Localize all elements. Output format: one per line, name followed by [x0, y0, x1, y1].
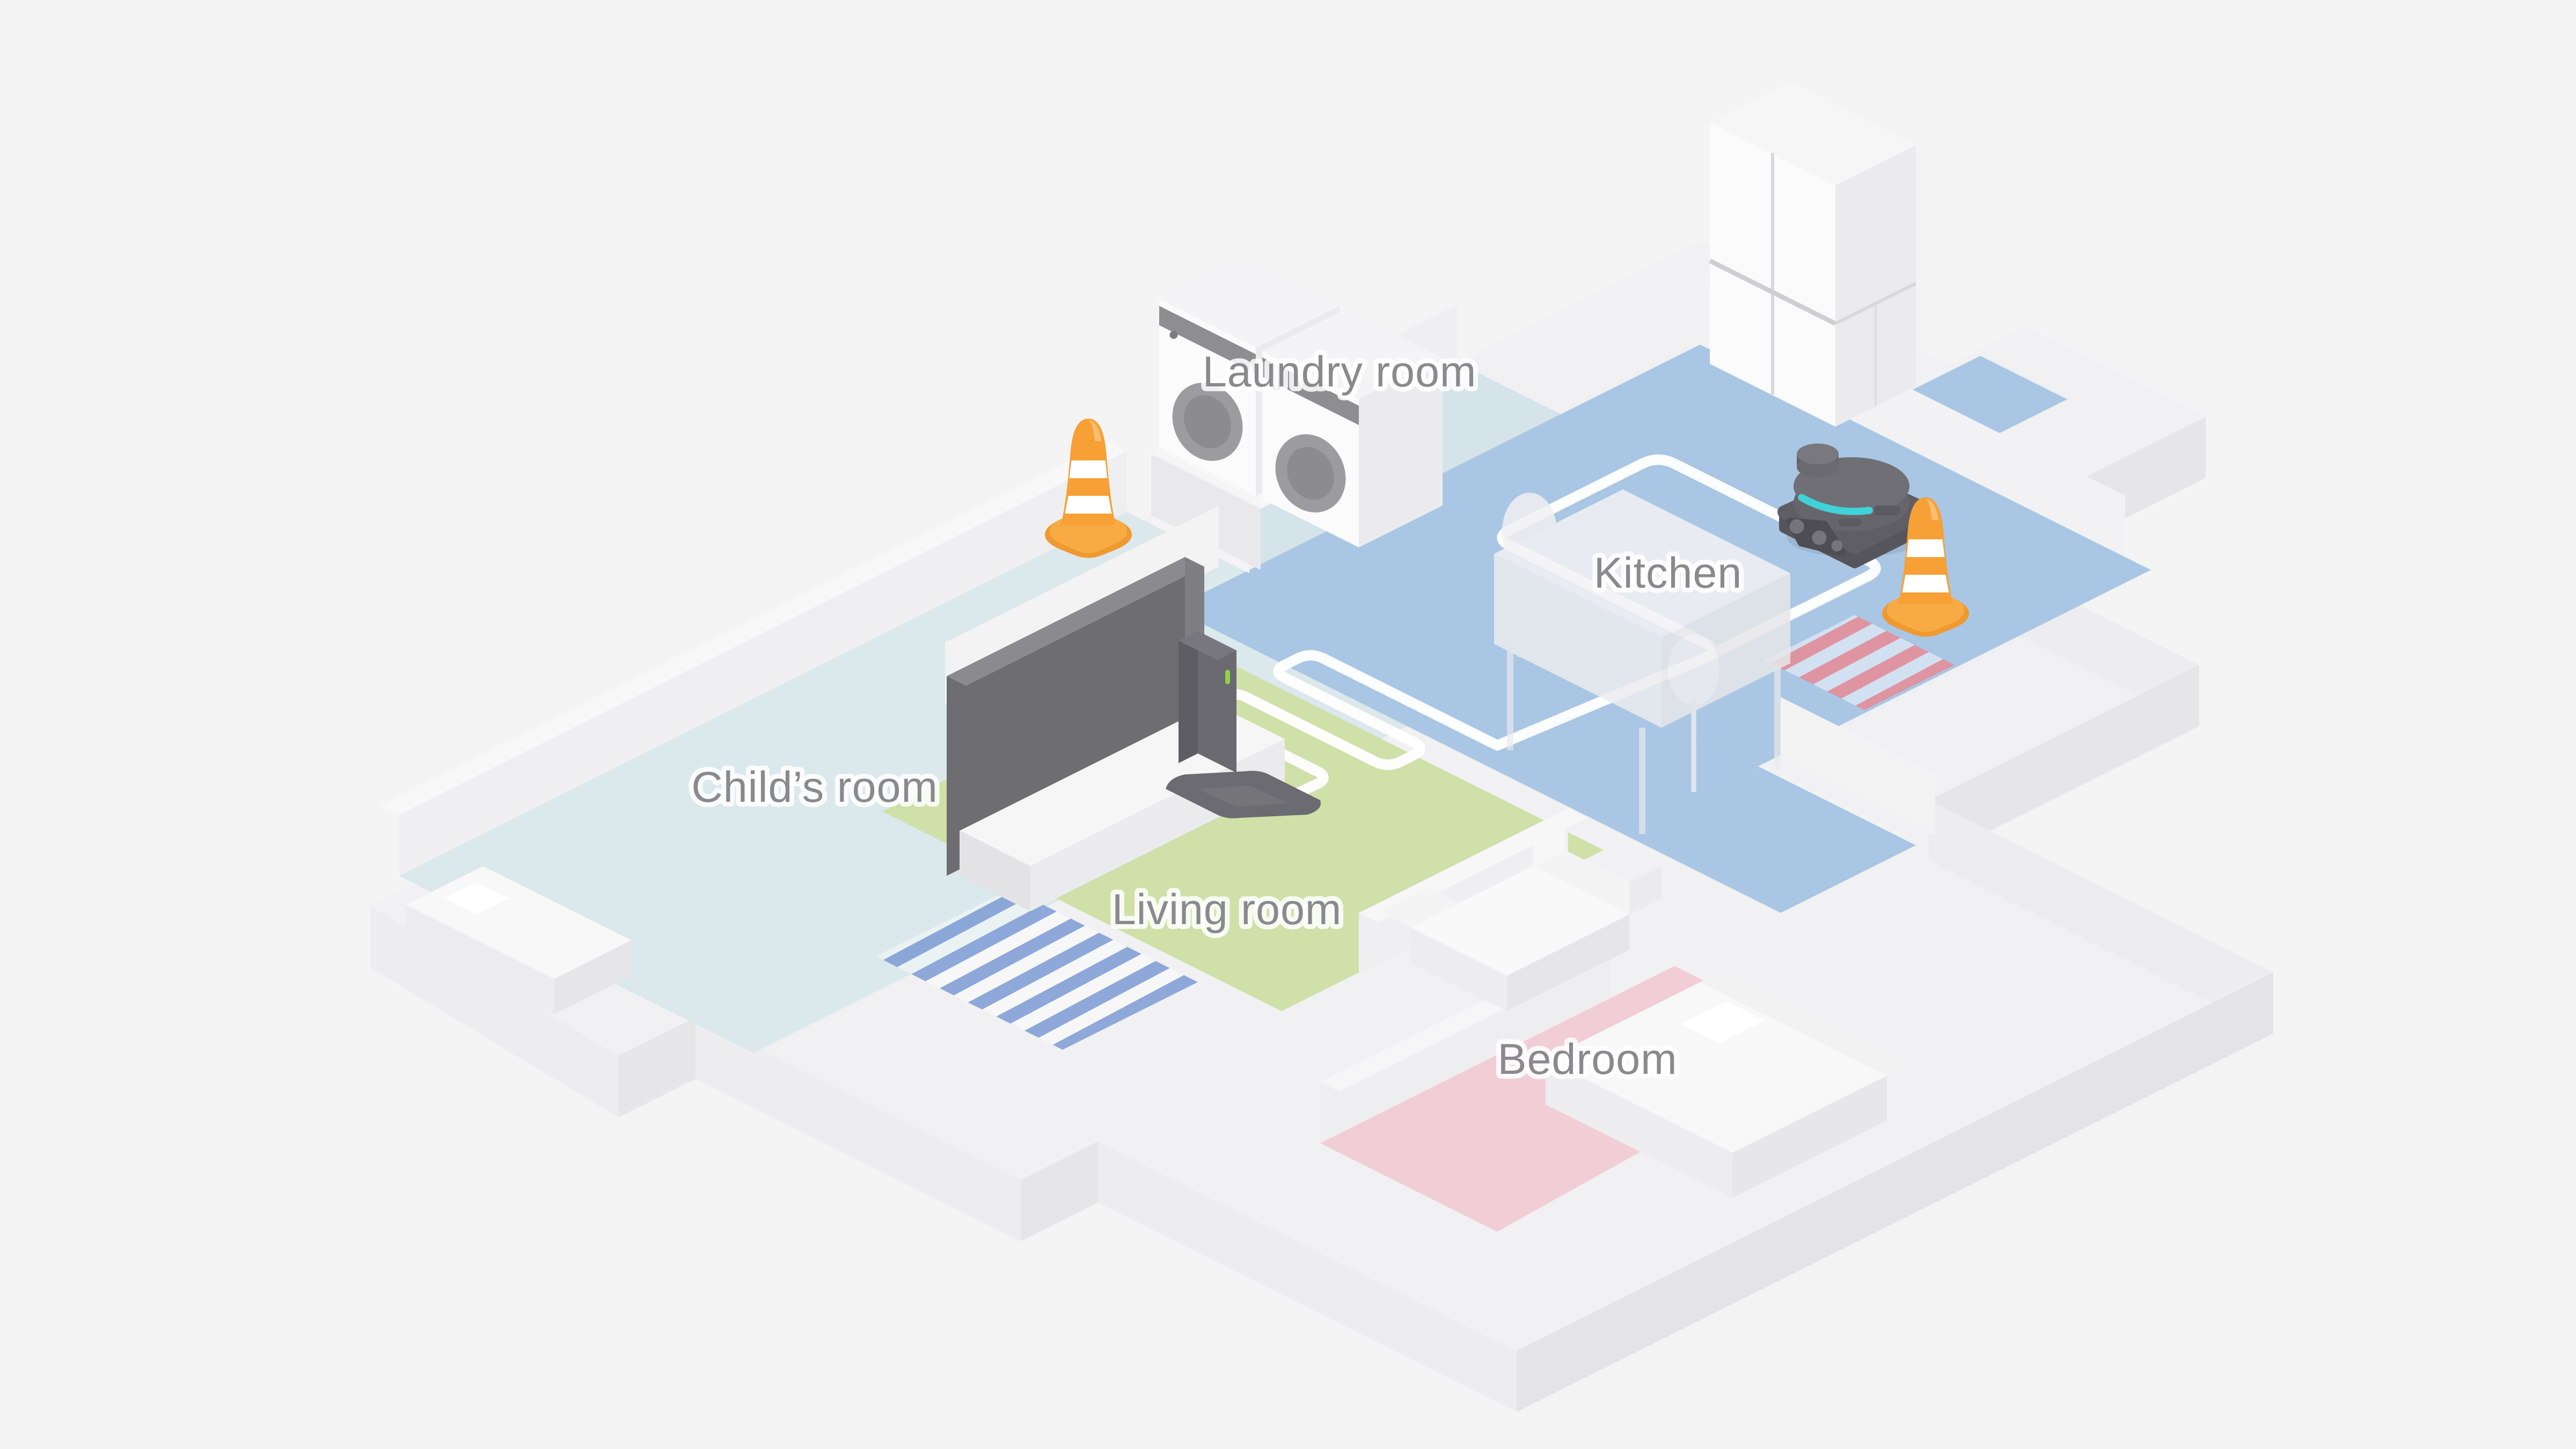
tv-back-panel — [947, 557, 1185, 876]
no-go-zones — [876, 615, 1955, 1050]
room-labels: Laundry room Kitchen Child’s room Living… — [686, 343, 1746, 1088]
bed-pillow — [1681, 1001, 1765, 1043]
bedroom-label: Bedroom — [1498, 1035, 1678, 1084]
washer-dryer — [1159, 258, 1443, 547]
laundry-room-label: Laundry room — [1203, 348, 1477, 396]
refrigerator — [1708, 82, 1917, 427]
dryer — [1262, 309, 1443, 547]
no-go-zone-red — [1765, 615, 1955, 710]
bed — [1546, 969, 1913, 1198]
bed-headboard — [1700, 969, 1913, 1075]
dock-tower-top — [1179, 631, 1236, 660]
dock-tower-front — [1198, 631, 1236, 773]
robot-lidar — [1797, 443, 1839, 465]
childs-bed — [406, 866, 631, 1014]
chair — [1668, 634, 1719, 705]
dock-tower-side — [1179, 631, 1198, 763]
kitchen-label: Kitchen — [1594, 549, 1742, 597]
living-room-label: Living room — [1112, 885, 1342, 934]
couch — [1378, 818, 1662, 1011]
dining-set — [1494, 489, 1790, 834]
bed-pillow — [444, 882, 509, 914]
table-skirt — [1494, 554, 1662, 728]
dock-led — [1225, 670, 1230, 684]
robot-led-strip — [1798, 494, 1873, 515]
childs-room-label: Child’s room — [691, 763, 938, 811]
table-top — [1494, 489, 1790, 638]
charging-dock — [1166, 631, 1321, 818]
no-go-zone-blue — [876, 889, 1198, 1050]
slab-sides — [370, 417, 2273, 1412]
